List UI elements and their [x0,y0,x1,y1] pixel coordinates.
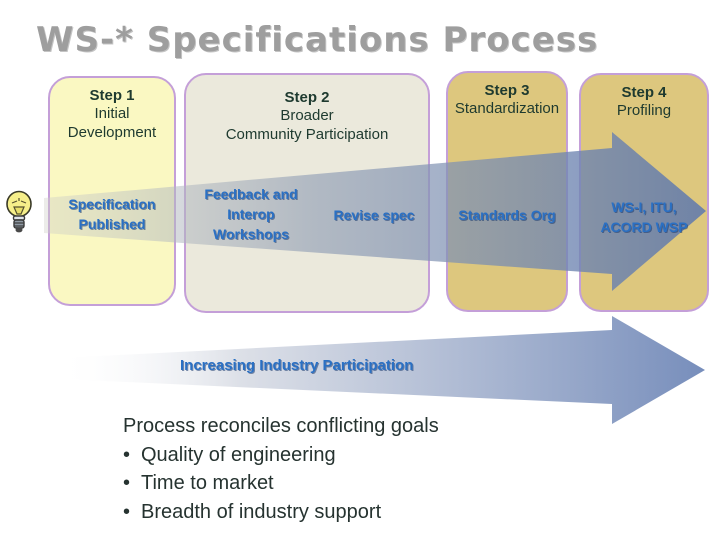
step3-title: Step 3 [484,82,530,99]
bullet-item: • Quality of engineering [123,441,603,470]
summary-heading: Process reconciles conflicting goals [123,415,439,437]
step2-subtitle: Broader Community Participation [225,107,389,143]
step4-title: Step 4 [621,84,667,101]
step3-box: Step 3 Standardization [446,71,568,312]
step4-subtitle: Profiling [616,102,672,119]
step4-label: WS-I, ITU, ACORD WSP [600,199,688,235]
bullet-text: Time to market [141,472,274,494]
step2-label-feedback: Feedback and Interop Workshops [204,186,298,242]
bullet-item: • Breadth of industry support [123,498,603,527]
step1-box: Step 1 Initial Development [48,76,176,306]
step3-label: Standards Org [458,207,556,223]
step2-title: Step 2 [284,89,330,106]
step1-subtitle: Initial Development [67,105,157,141]
lightbulb-icon [6,190,32,233]
page-title: WS-* Specifications Process [36,20,599,60]
step3-subtitle: Standardization [454,100,560,117]
summary-block: Process reconciles conflicting goals • Qu… [123,412,603,526]
bullet-text: Quality of engineering [141,443,336,466]
bullet-item: • Time to market [123,469,603,498]
bullet-text: Breadth of industry support [141,500,382,523]
bullet-marker: • [123,443,131,466]
step4-box: Step 4 Profiling [579,73,709,312]
step1-label: Specification Published [68,196,156,232]
step2-label-revise: Revise spec [333,207,415,223]
bullet-marker: • [123,500,131,523]
industry-arrow-label: Increasing Industry Participation [180,357,414,374]
bullet-marker: • [123,472,131,494]
step1-title: Step 1 [89,87,135,104]
